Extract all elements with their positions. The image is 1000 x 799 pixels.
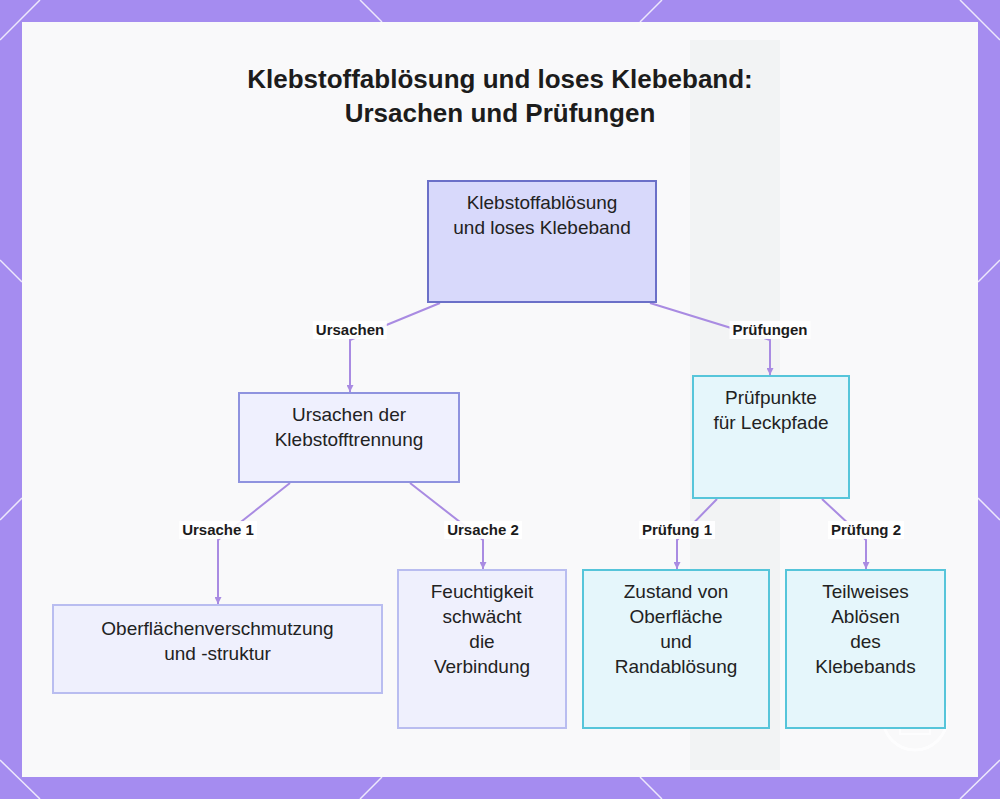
cause-box: Feuchtigkeit schwächt die Verbindung	[397, 569, 567, 729]
connector-arrow	[650, 303, 770, 375]
node-text: Oberflächenverschmutzung und -struktur	[93, 616, 343, 666]
cause-box: Oberflächenverschmutzung und -struktur	[52, 604, 383, 694]
check-box: Zustand von Oberfläche und Randablösung	[582, 569, 770, 729]
edge-label: Prüfung 2	[828, 521, 904, 539]
category-box: Prüfpunkte für Leckpfade	[692, 375, 850, 499]
node-text: Prüfpunkte für Leckpfade	[712, 385, 830, 435]
node-text: Feuchtigkeit schwächt die Verbindung	[430, 579, 534, 679]
check-box: Teilweises Ablösen des Klebebands	[785, 569, 946, 729]
edge-label: Ursache 1	[179, 521, 257, 539]
connector-arrow	[350, 303, 440, 392]
edge-label: Prüfung 1	[639, 521, 715, 539]
edge-label: Ursache 2	[444, 521, 522, 539]
edge-label: Ursachen	[313, 321, 387, 339]
category-box: Ursachen der Klebstofftrennung	[238, 392, 460, 483]
node-text: Ursachen der Klebstofftrennung	[249, 402, 449, 452]
faded-photo	[22, 22, 978, 777]
node-text: Zustand von Oberfläche und Randablösung	[612, 579, 740, 679]
page-background	[22, 22, 978, 777]
edge-label: Prüfungen	[730, 321, 811, 339]
diagram-title: Klebstoffablösung und loses Klebeband: U…	[227, 62, 773, 130]
connector-arrow	[218, 483, 290, 604]
root-box: Klebstoffablösung und loses Klebeband	[427, 180, 657, 303]
node-text: Klebstoffablösung und loses Klebeband	[450, 190, 635, 240]
node-text: Teilweises Ablösen des Klebebands	[814, 579, 918, 679]
